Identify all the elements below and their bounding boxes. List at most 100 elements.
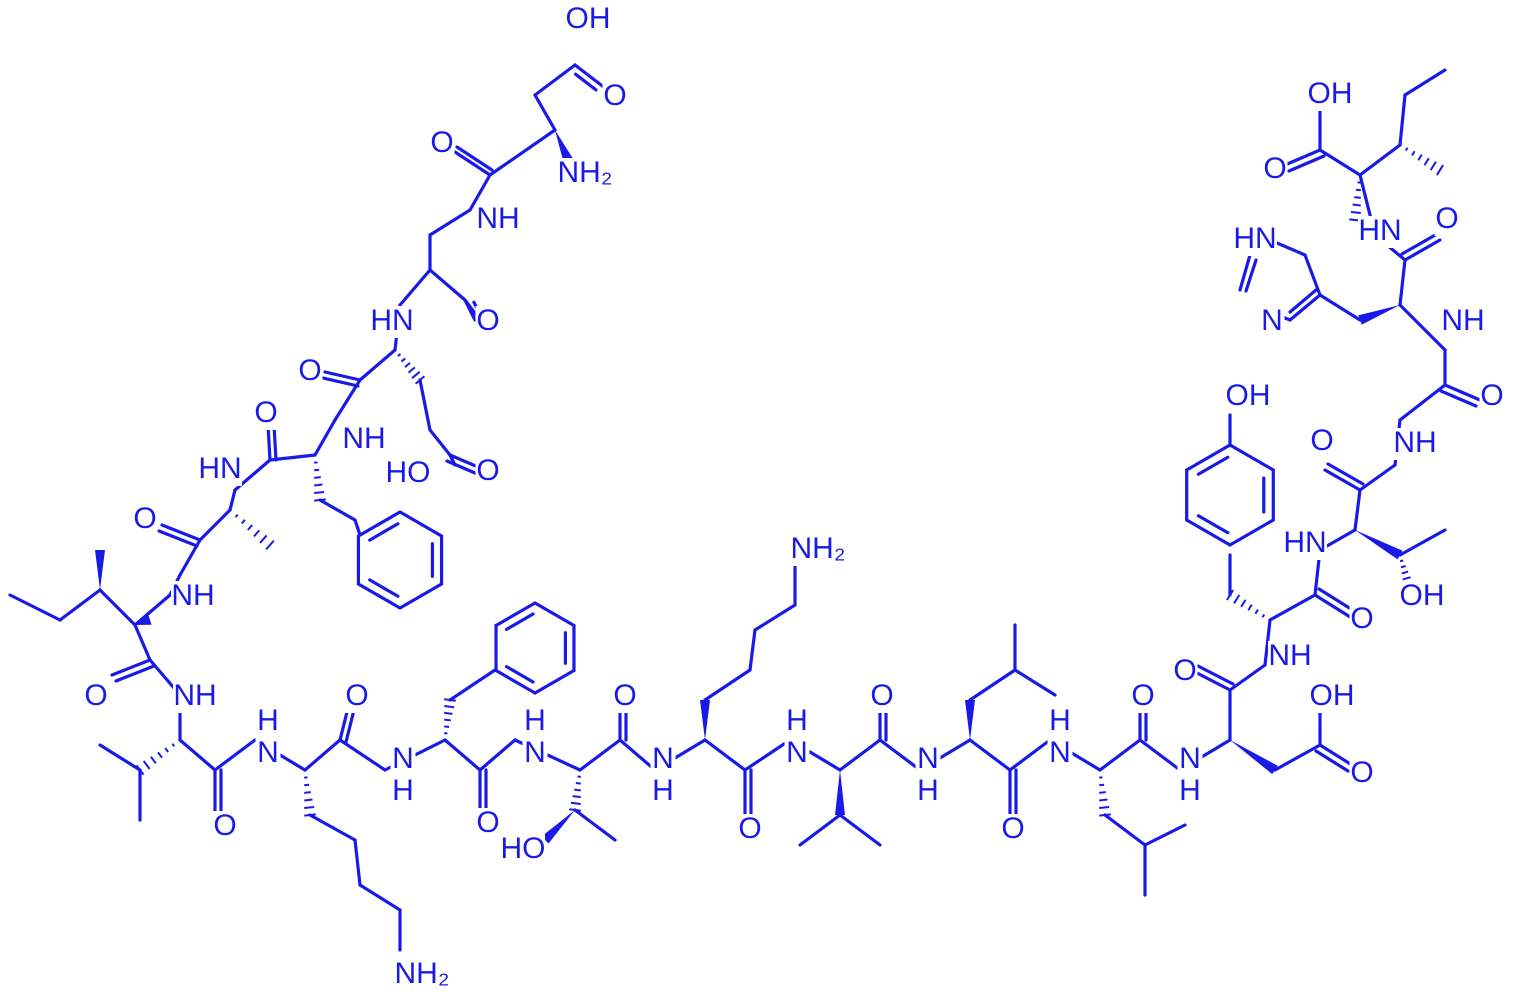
bond	[618, 738, 657, 772]
label-nh: NH	[171, 579, 214, 612]
bond	[228, 488, 237, 512]
bond	[1318, 293, 1362, 322]
bond	[1193, 670, 1232, 692]
hash-stroke	[314, 483, 323, 487]
label-mask	[1226, 381, 1270, 413]
label-o: O	[345, 679, 368, 712]
label-o: O	[1480, 379, 1503, 412]
bond	[878, 738, 922, 772]
label-mask	[212, 811, 238, 843]
label-mask	[297, 356, 323, 388]
bond	[753, 603, 797, 632]
bond	[428, 428, 452, 457]
hash-stroke	[265, 539, 275, 551]
bond	[418, 378, 432, 432]
label-oh: OH	[1400, 579, 1445, 612]
bond	[1287, 154, 1326, 173]
bond	[1398, 383, 1447, 422]
bond	[428, 268, 467, 302]
bond	[1288, 288, 1318, 314]
bond	[533, 668, 576, 695]
label-mask	[386, 458, 430, 490]
bond	[504, 665, 535, 684]
bond	[353, 838, 362, 887]
label-mask	[476, 204, 520, 236]
label-mask	[650, 744, 676, 776]
hash-stroke	[247, 524, 253, 531]
bond	[748, 628, 757, 672]
hash-stroke	[1436, 164, 1444, 176]
bond	[323, 370, 362, 382]
bond	[398, 582, 444, 610]
label-mask	[1268, 641, 1312, 673]
bond	[1238, 253, 1252, 292]
hashed-bond	[569, 775, 581, 812]
hash-stroke	[1402, 576, 1411, 581]
bond	[578, 738, 622, 772]
label-mask	[1259, 306, 1285, 338]
bond	[133, 623, 152, 662]
bond	[468, 173, 492, 212]
wedge-bond	[1358, 305, 1400, 325]
label-mask	[390, 959, 454, 991]
bond	[303, 738, 342, 772]
label-mask	[1434, 204, 1460, 236]
bond	[358, 348, 397, 382]
bond	[838, 813, 882, 847]
label-o: O	[133, 502, 156, 535]
hash-stroke	[1404, 147, 1409, 152]
hash-stroke	[414, 375, 426, 385]
bond	[1196, 514, 1230, 535]
bond	[1263, 618, 1272, 667]
label-nh: NH	[342, 422, 385, 455]
label-nh: NH	[173, 679, 216, 712]
hash-stroke	[1240, 599, 1247, 608]
bond	[313, 418, 337, 457]
label-mask	[784, 706, 810, 738]
bond	[573, 72, 598, 92]
bond	[356, 582, 402, 610]
hash-stroke	[1423, 157, 1430, 166]
label-mask	[553, 158, 617, 190]
bond	[266, 423, 272, 462]
hash-stroke	[234, 513, 239, 518]
label-mask	[1358, 216, 1402, 248]
hashed-bond	[234, 513, 275, 551]
label-mask	[1310, 681, 1354, 713]
bond	[1403, 238, 1442, 262]
bond	[1138, 738, 1182, 772]
label-ho: HO	[501, 832, 546, 865]
label-mask	[915, 776, 941, 808]
label-mask	[869, 681, 895, 713]
label-o: O	[84, 679, 107, 712]
hashed-bond	[135, 743, 176, 776]
hash-stroke	[411, 371, 421, 379]
label-hn: HN	[1233, 222, 1276, 255]
bond	[1268, 593, 1317, 622]
hash-stroke	[1401, 570, 1409, 575]
label-o: O	[476, 806, 499, 839]
hash-stroke	[1099, 783, 1105, 787]
label-mask	[429, 128, 455, 160]
bond	[1398, 528, 1447, 557]
label-o: O	[603, 79, 626, 112]
bond	[428, 208, 472, 237]
label-o: O	[476, 454, 499, 487]
label-h: H	[392, 774, 414, 807]
hashed-bond	[1099, 776, 1111, 817]
label-oh: OH	[1308, 77, 1353, 110]
bond	[368, 578, 400, 598]
label-mask	[501, 834, 545, 866]
label-mask	[370, 306, 414, 338]
hash-stroke	[157, 751, 163, 759]
hash-stroke	[397, 353, 402, 357]
bond	[58, 588, 102, 622]
hash-stroke	[1254, 609, 1259, 615]
hash-stroke	[1350, 210, 1361, 215]
label-mask	[255, 706, 281, 738]
label-o: O	[1310, 424, 1333, 457]
hash-stroke	[1226, 589, 1234, 601]
bond	[213, 738, 257, 772]
